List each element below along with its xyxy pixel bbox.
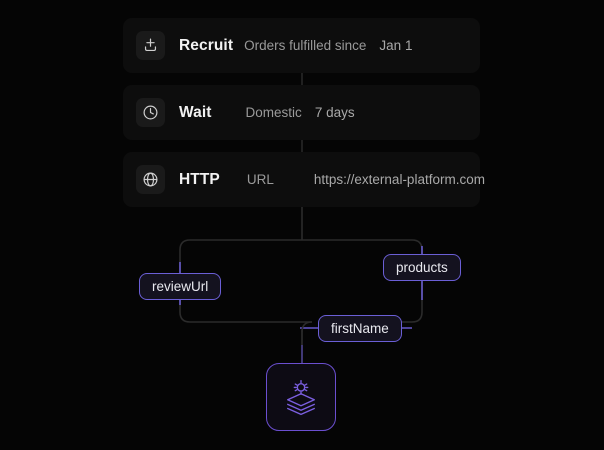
step-key-http: URL [246, 172, 274, 187]
wire-firstname-to-node [301, 321, 313, 333]
terminal-node[interactable] [266, 363, 336, 431]
variable-pill-label: reviewUrl [152, 279, 209, 294]
step-title-http: HTTP [179, 170, 220, 188]
step-card-recruit[interactable]: Recruit Orders fulfilled since Jan 1 [123, 18, 480, 73]
variable-pill-label: products [396, 260, 448, 275]
step-card-wait[interactable]: Wait Domestic 7 days [123, 85, 480, 140]
step-title-recruit: Recruit [179, 36, 234, 54]
tray-import-icon [136, 31, 165, 60]
wire-branch-left [179, 239, 302, 276]
variable-pill-products[interactable]: products [383, 254, 461, 281]
step-key-recruit: Orders fulfilled since [244, 38, 367, 53]
step-title-wait: Wait [179, 103, 212, 121]
step-value-wait[interactable]: 7 days [314, 105, 355, 120]
step-key-wait: Domestic [245, 105, 302, 120]
variable-pill-reviewurl[interactable]: reviewUrl [139, 273, 222, 300]
globe-icon [136, 165, 165, 194]
variable-pill-label: firstName [331, 321, 389, 336]
step-card-http[interactable]: HTTP URL https://external-platform.com [123, 152, 485, 207]
wire-merge-right [398, 282, 423, 323]
variable-pill-firstname[interactable]: firstName [318, 315, 402, 342]
step-value-recruit[interactable]: Jan 1 [379, 38, 413, 53]
clock-icon [136, 98, 165, 127]
step-value-http[interactable]: https://external-platform.com [313, 172, 485, 187]
layers-gear-icon [279, 375, 323, 419]
